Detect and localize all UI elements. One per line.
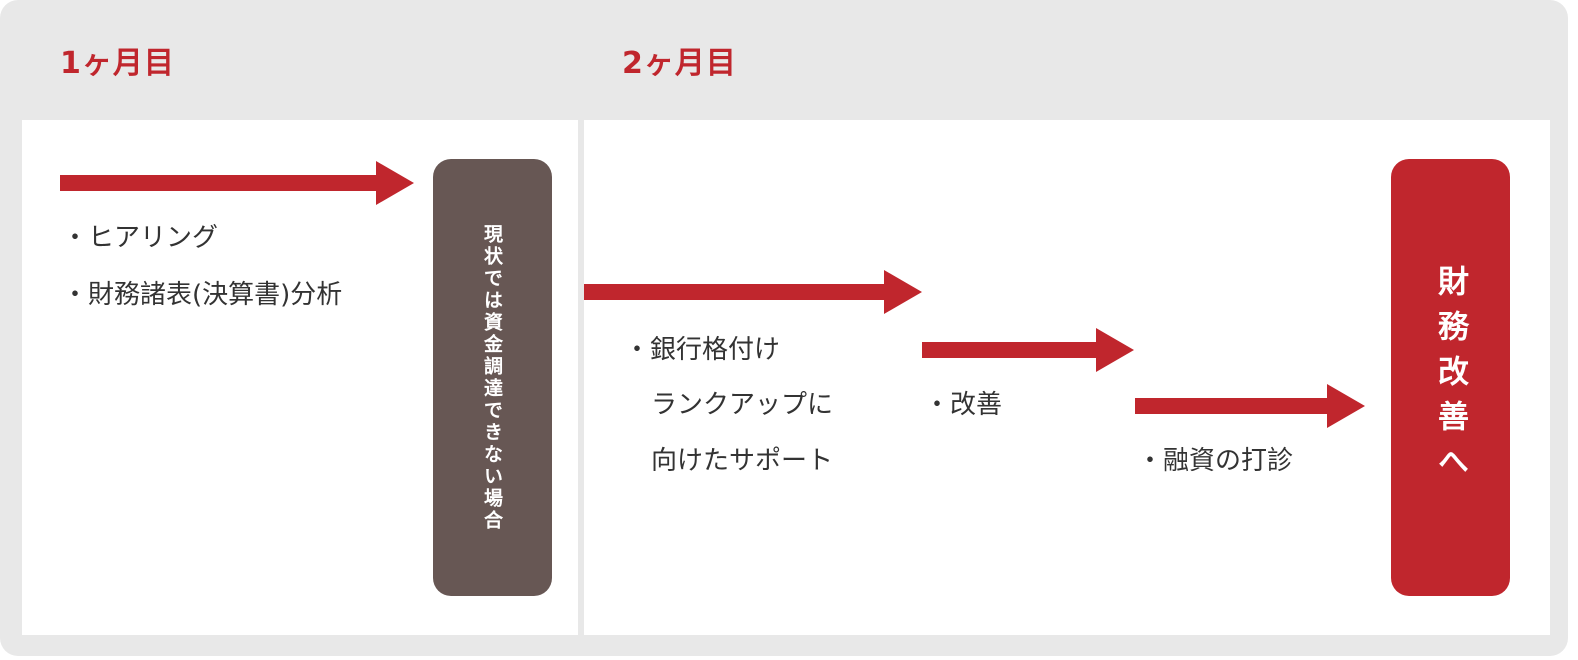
bank-rating-line2: ランクアップに bbox=[651, 390, 834, 420]
funding-unavailable-label: 現状では資金調達できない場合 bbox=[481, 223, 503, 532]
month2-panel bbox=[584, 120, 1550, 635]
improvement-item: ・改善 bbox=[924, 390, 1003, 420]
month1-arrow bbox=[60, 161, 414, 205]
loan-inquiry-item: ・融資の打診 bbox=[1137, 446, 1294, 476]
funding-unavailable-box: 現状では資金調達できない場合 bbox=[433, 159, 552, 596]
loan-arrow bbox=[1135, 384, 1365, 428]
financial-improvement-box: 財務改善へ bbox=[1391, 159, 1510, 596]
month1-header: 1ヶ月目 bbox=[60, 46, 175, 81]
month2-header: 2ヶ月目 bbox=[622, 46, 737, 81]
bank-rating-line3: 向けたサポート bbox=[651, 446, 834, 476]
column-divider bbox=[578, 0, 584, 656]
rating-arrow bbox=[584, 270, 922, 314]
bank-rating-item: ・銀行格付け bbox=[624, 335, 781, 365]
hearing-item: ・ヒアリング bbox=[62, 223, 219, 253]
financial-analysis-item: ・財務諸表(決算書)分析 bbox=[62, 280, 343, 310]
improvement-arrow bbox=[922, 328, 1134, 372]
financial-improvement-label: 財務改善へ bbox=[1432, 265, 1468, 490]
